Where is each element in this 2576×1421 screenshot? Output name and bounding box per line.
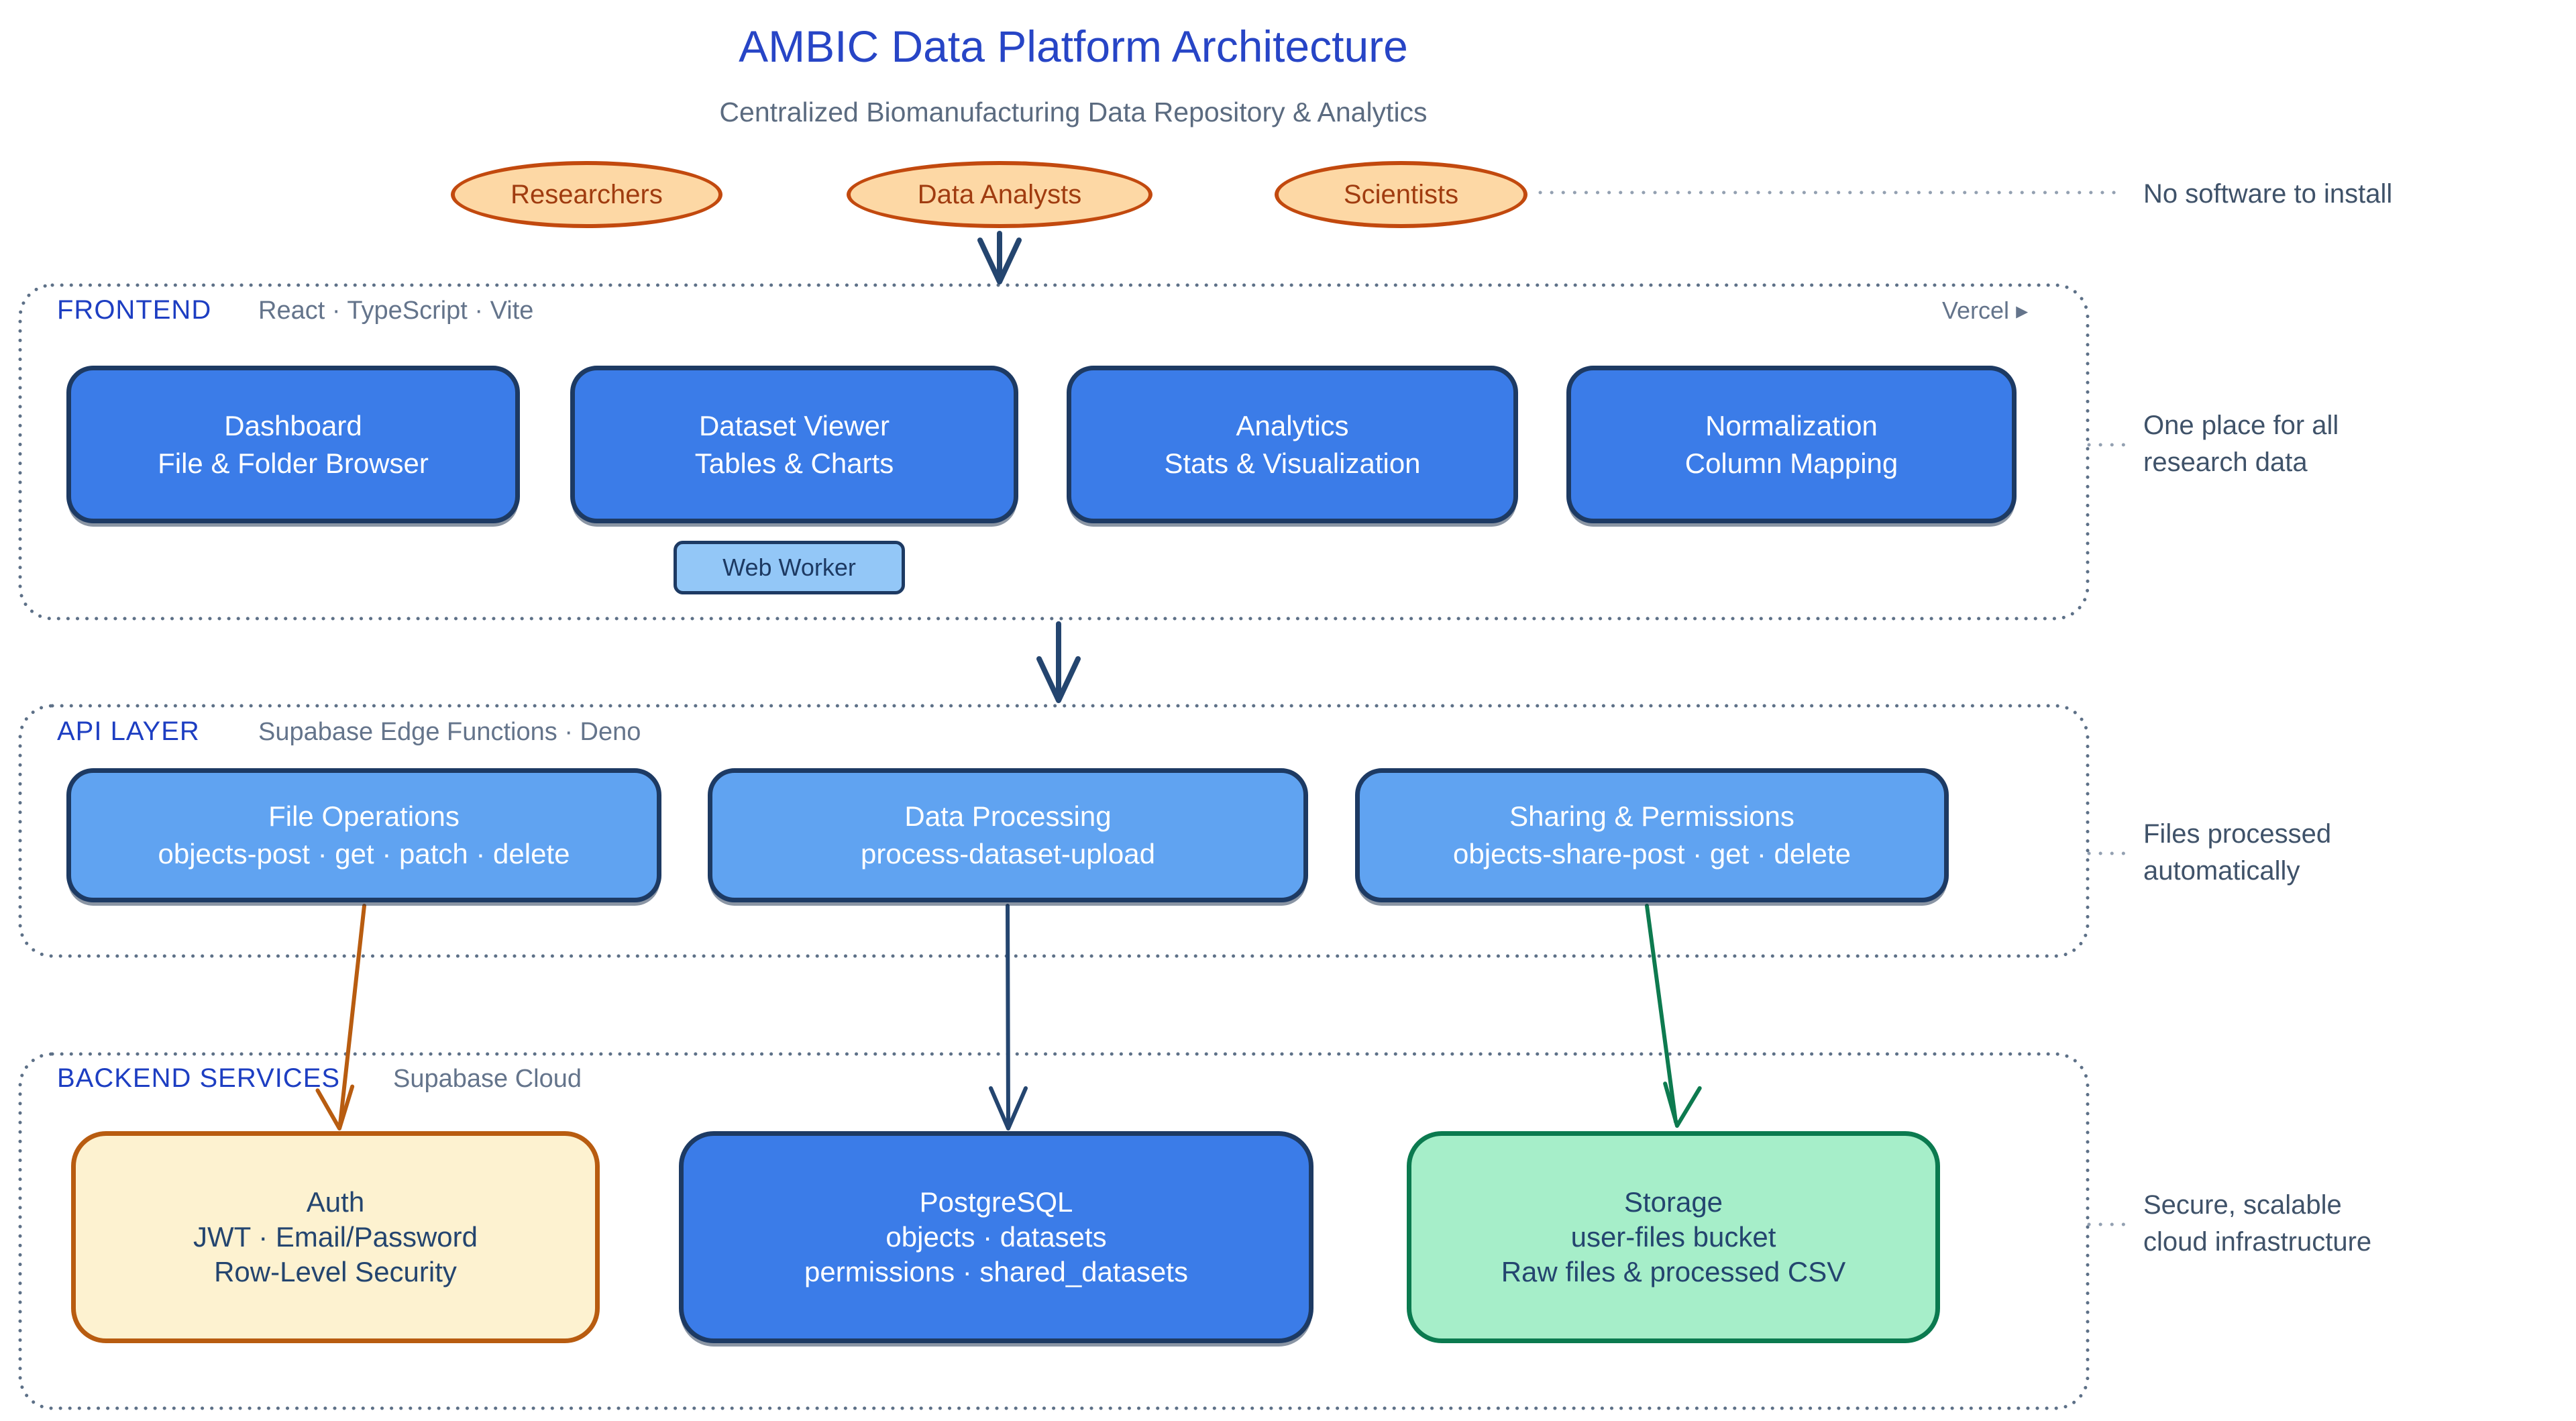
deploy-label: Vercel ▸ [1942, 297, 2028, 325]
node-title: Normalization [1705, 409, 1878, 441]
backend-tech-label: Supabase Cloud [393, 1065, 582, 1093]
node-postgresql: PostgreSQL objects · datasets permission… [679, 1131, 1313, 1343]
arrow-frontend-api-head [1036, 656, 1081, 703]
arrow-sharing-storage-shaft [1645, 904, 1678, 1124]
actor-scientists: Scientists [1275, 161, 1527, 228]
node-auth: Auth JWT · Email/Password Row-Level Secu… [71, 1131, 600, 1343]
node-title: Storage [1623, 1186, 1723, 1218]
node-title: Dashboard [224, 409, 362, 441]
actor-researchers: Researchers [451, 161, 722, 228]
api-container-border [18, 704, 2090, 958]
arrow-fileops-auth-head [315, 1084, 355, 1130]
node-dashboard: Dashboard File & Folder Browser [66, 366, 520, 523]
api-section-label: API LAYER [57, 717, 200, 746]
page-title: AMBIC Data Platform Architecture [739, 21, 1408, 71]
node-title: Auth [306, 1186, 365, 1218]
node-title: Analytics [1236, 409, 1349, 441]
annotation-line: Secure, scalable [2143, 1190, 2342, 1220]
arrow-processing-postgres-head [989, 1086, 1028, 1130]
node-subtitle: File & Folder Browser [158, 447, 429, 479]
triangle-right-icon: ▸ [2016, 297, 2029, 324]
node-title: File Operations [268, 800, 460, 832]
node-web-worker: Web Worker [674, 541, 905, 594]
node-line3: Raw files & processed CSV [1501, 1256, 1846, 1287]
node-line3: Row-Level Security [214, 1256, 457, 1287]
node-subtitle: Column Mapping [1684, 447, 1898, 479]
annotation-files-processed: Files processed automatically [2143, 816, 2331, 890]
arrow-analysts-frontend-head [977, 238, 1022, 284]
actor-data-analysts: Data Analysts [847, 161, 1152, 228]
frontend-section-label: FRONTEND [57, 295, 212, 325]
node-subtitle: objects-post · get · patch · delete [158, 838, 570, 870]
annotation-line: research data [2143, 448, 2308, 477]
backend-container-border [18, 1052, 2090, 1410]
node-title: PostgreSQL [919, 1186, 1073, 1218]
node-dataset-viewer: Dataset Viewer Tables & Charts [570, 366, 1018, 523]
annotation-line: Files processed [2143, 819, 2332, 849]
page-subtitle: Centralized Biomanufacturing Data Reposi… [719, 97, 1428, 127]
annotation-line: One place for all [2143, 411, 2339, 440]
annotation-one-place: One place for all research data [2143, 407, 2339, 481]
frontend-container-border [18, 283, 2090, 621]
annotation-line: automatically [2143, 856, 2300, 886]
node-subtitle: objects-share-post · get · delete [1453, 838, 1851, 870]
node-subtitle: Tables & Charts [694, 447, 894, 479]
api-tech-label: Supabase Edge Functions · Deno [258, 718, 641, 746]
node-subtitle: process-dataset-upload [861, 838, 1155, 870]
node-storage: Storage user-files bucket Raw files & pr… [1407, 1131, 1940, 1343]
node-line2: objects · datasets [885, 1221, 1107, 1253]
arrow-fileops-auth-shaft [338, 904, 366, 1126]
backend-section-label: BACKEND SERVICES [57, 1063, 341, 1093]
node-subtitle: Stats & Visualization [1164, 447, 1421, 479]
node-data-processing: Data Processing process-dataset-upload [708, 768, 1308, 902]
node-line2: JWT · Email/Password [193, 1221, 478, 1253]
node-title: Data Processing [904, 800, 1112, 832]
node-file-operations: File Operations objects-post · get · pat… [66, 768, 661, 902]
node-line3: permissions · shared_datasets [804, 1256, 1188, 1287]
node-title: Dataset Viewer [698, 409, 890, 441]
arrow-sharing-storage-head [1663, 1082, 1702, 1128]
node-line2: user-files bucket [1570, 1221, 1776, 1253]
node-title: Sharing & Permissions [1509, 800, 1794, 832]
annotation-secure-cloud: Secure, scalable cloud infrastructure [2143, 1187, 2371, 1261]
deploy-text: Vercel [1942, 297, 2010, 324]
frontend-tech-label: React · TypeScript · Vite [258, 297, 534, 325]
node-normalization: Normalization Column Mapping [1566, 366, 2017, 523]
node-sharing-permissions: Sharing & Permissions objects-share-post… [1355, 768, 1949, 902]
annotation-line: cloud infrastructure [2143, 1227, 2372, 1257]
annotation-no-software: No software to install [2143, 179, 2393, 209]
node-analytics: Analytics Stats & Visualization [1067, 366, 1518, 523]
